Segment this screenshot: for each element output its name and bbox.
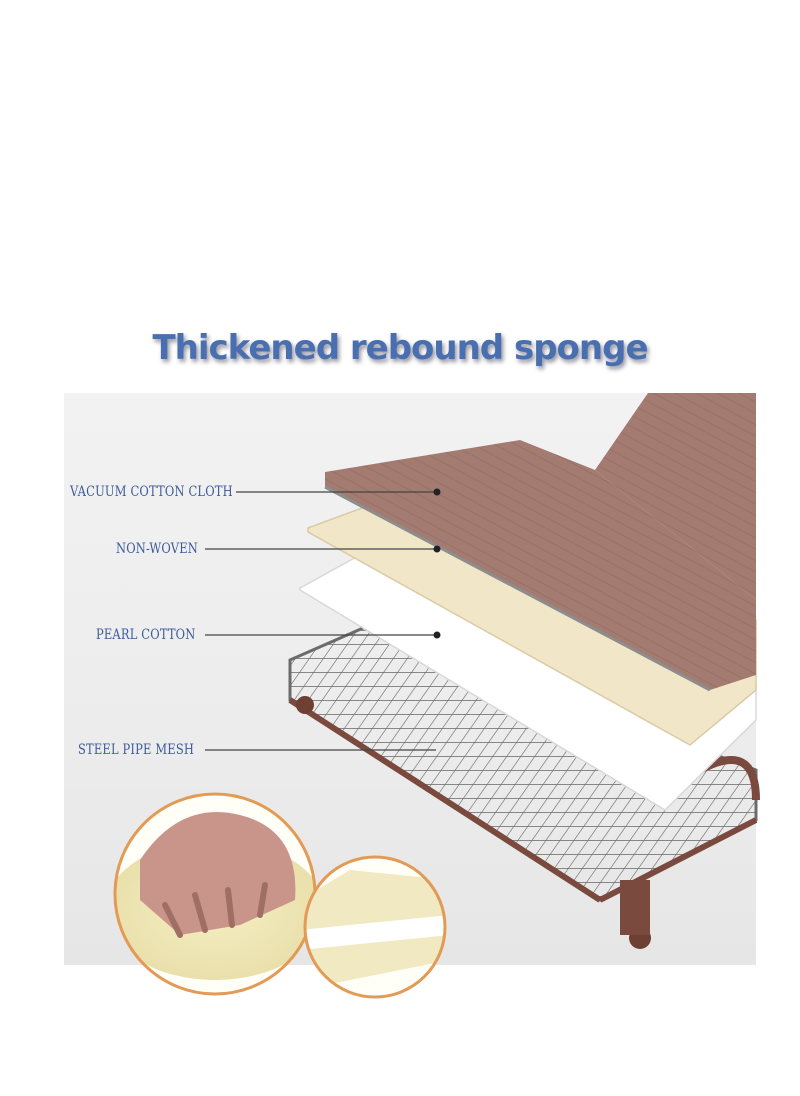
- page-title: Thickened rebound sponge: [152, 328, 648, 368]
- label-pearl-cotton: PEARL COTTON: [96, 627, 196, 643]
- label-non-woven: NON-WOVEN: [116, 541, 198, 557]
- label-steel-pipe-mesh: STEEL PIPE MESH: [78, 742, 195, 758]
- hand-press-callout: [113, 792, 317, 996]
- foam-block-callout: [303, 855, 447, 999]
- vacuum-cotton-cloth-layer: [324, 393, 756, 692]
- callout-lines: [205, 488, 441, 751]
- label-vacuum-cotton-cloth: VACUUM COTTON CLOTH: [70, 484, 233, 500]
